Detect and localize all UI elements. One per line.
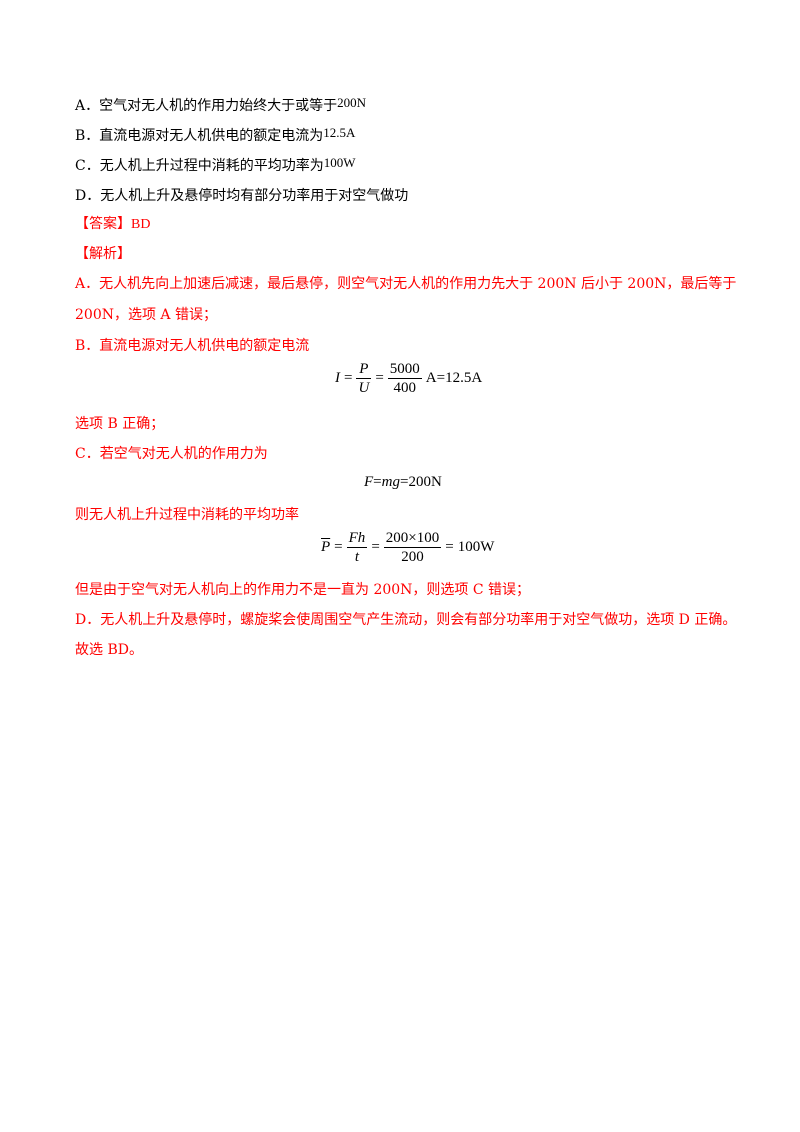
analysis-label: 【解析】: [75, 246, 131, 262]
option-d: D．无人机上升及悬停时均有部分功率用于对空气做功: [75, 186, 408, 206]
option-c: C．无人机上升过程中消耗的平均功率为100W: [75, 155, 356, 176]
analysis-b-line: B．直流电源对无人机供电的额定电流: [75, 338, 310, 354]
answer-value: BD: [131, 217, 151, 232]
analysis-d-line: D．无人机上升及悬停时，螺旋桨会使周围空气产生流动，则会有部分功率用于对空气做功…: [75, 612, 737, 628]
option-b-value: 12.5A: [323, 125, 356, 140]
option-c-value: 100W: [323, 155, 356, 170]
eq3-den1: t: [346, 547, 368, 566]
analysis-a-line2: 200N，选项 A 错误；: [75, 307, 217, 323]
option-a-text: A．空气对无人机的作用力始终大于或等于: [75, 98, 338, 114]
eq2-val: =200N: [399, 474, 442, 490]
eq2-eq: =: [373, 474, 382, 490]
eq3-lhs: P: [321, 539, 331, 555]
option-b-text: B．直流电源对无人机供电的额定电流为: [75, 128, 324, 144]
equation-force: F=mg=200N: [364, 474, 442, 491]
analysis-b-result: 选项 B 正确；: [75, 416, 165, 432]
option-c-text: C．无人机上升过程中消耗的平均功率为: [75, 158, 324, 174]
analysis-conclusion: 故选 BD。: [75, 642, 143, 658]
eq1-den1: U: [356, 378, 372, 396]
eq1-num2: 5000: [389, 361, 420, 377]
eq3-num1: Fh: [348, 530, 366, 546]
analysis-c-result: 但是由于空气对无人机向上的作用力不是一直为 200N，则选项 C 错误；: [75, 582, 531, 598]
answer-label: 【答案】: [75, 216, 131, 232]
option-d-text: D．无人机上升及悬停时均有部分功率用于对空气做功: [75, 188, 409, 204]
eq3-den2: 200: [383, 547, 442, 566]
eq1-rhs: A=12.5A: [425, 370, 483, 386]
eq1-lhs: I: [335, 370, 340, 386]
eq2-mg: mg: [381, 474, 400, 490]
option-b: B．直流电源对无人机供电的额定电流为12.5A: [75, 125, 356, 146]
analysis-a-line1: A．无人机先向上加速后减速，最后悬停，则空气对无人机的作用力先大于 200N 后…: [75, 276, 737, 292]
analysis-c-line: C．若空气对无人机的作用力为: [75, 446, 268, 462]
answer-line: 【答案】BD: [75, 214, 150, 235]
analysis-c-power: 则无人机上升过程中消耗的平均功率: [75, 507, 299, 523]
eq1-num1: P: [359, 361, 369, 377]
option-a-value: 200N: [337, 95, 366, 110]
eq1-den2: 400: [387, 378, 422, 397]
option-a: A．空气对无人机的作用力始终大于或等于200N: [75, 95, 366, 116]
eq3-num2: 200×100: [385, 530, 440, 546]
eq3-rhs: 100W: [457, 539, 495, 555]
eq2-f: F: [364, 474, 374, 490]
